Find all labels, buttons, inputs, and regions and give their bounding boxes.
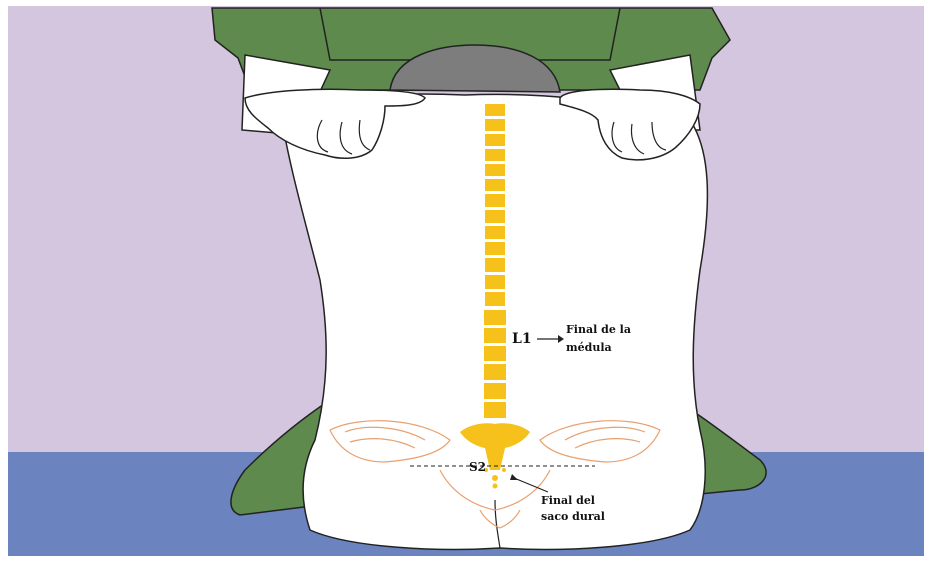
vertebra bbox=[485, 194, 505, 207]
label-s2: S2 bbox=[469, 460, 486, 474]
sacral-dot bbox=[502, 468, 506, 472]
vertebra bbox=[485, 226, 505, 239]
vertebra bbox=[485, 275, 505, 289]
vertebra bbox=[485, 292, 505, 306]
vertebra bbox=[485, 164, 505, 176]
label-medula-line2: médula bbox=[566, 341, 612, 354]
vertebra bbox=[485, 210, 505, 223]
vertebra bbox=[484, 346, 506, 361]
sacral-dot bbox=[492, 475, 498, 481]
label-dural-line1: Final del bbox=[541, 494, 595, 507]
vertebra bbox=[484, 328, 506, 343]
vertebra bbox=[485, 179, 505, 191]
vertebra bbox=[485, 149, 505, 161]
label-l1: L1 bbox=[512, 331, 532, 347]
vertebra-l1 bbox=[484, 310, 506, 325]
sacral-dot bbox=[493, 484, 498, 489]
vertebra bbox=[485, 242, 505, 255]
vertebra bbox=[485, 134, 505, 146]
vertebra bbox=[484, 402, 506, 418]
label-dural-line2: saco dural bbox=[541, 510, 605, 523]
vertebra bbox=[484, 383, 506, 399]
vertebra bbox=[485, 119, 505, 131]
vertebra bbox=[485, 104, 505, 116]
label-medula-line1: Final de la bbox=[566, 323, 631, 336]
vertebra bbox=[485, 258, 505, 272]
vertebra bbox=[484, 364, 506, 380]
